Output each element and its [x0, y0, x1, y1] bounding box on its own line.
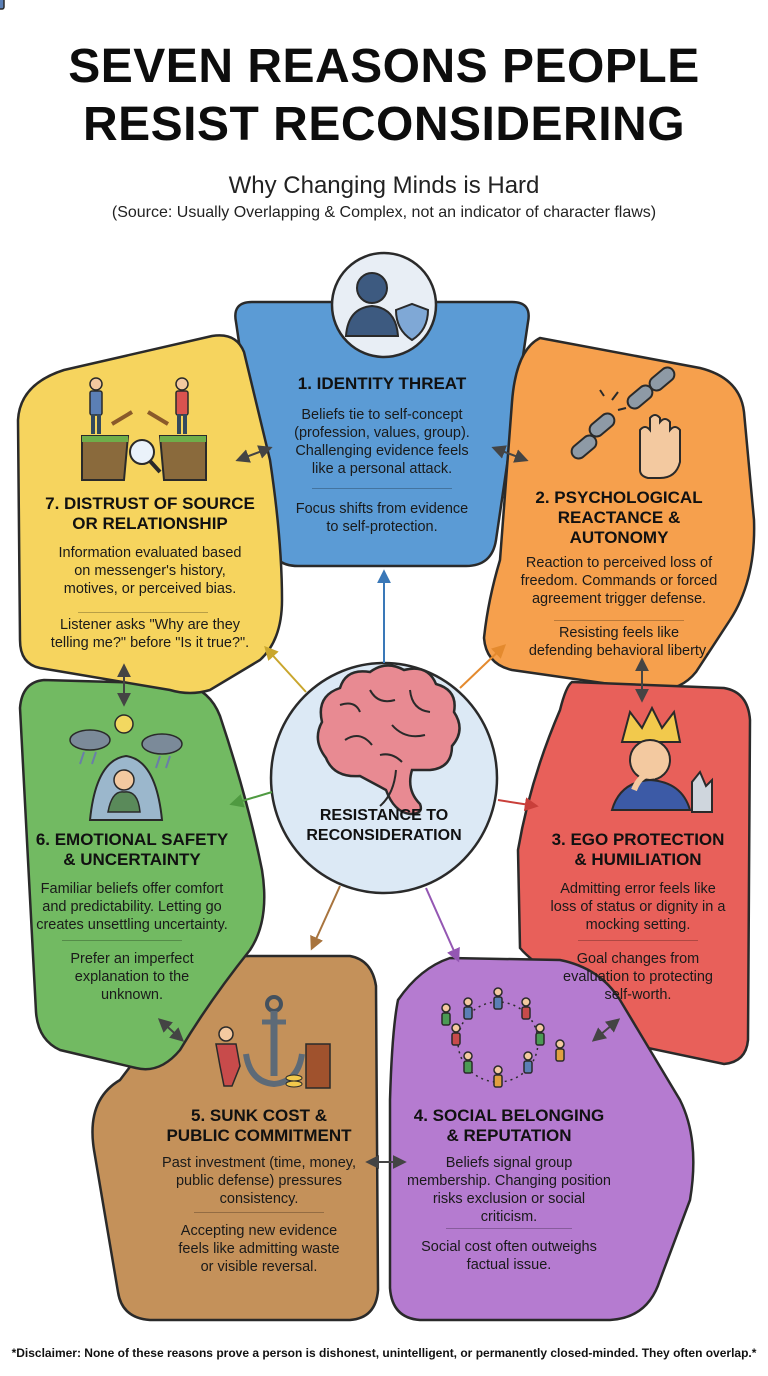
link-arrows: [117, 445, 649, 1169]
storm-person-icon: [69, 714, 183, 821]
title-line-1: SEVEN REASONS PEOPLE: [68, 40, 700, 93]
broken-chain-hand-icon: [570, 366, 681, 479]
reason-ego-desc: Admitting error feels like loss of statu…: [550, 881, 726, 933]
reason-social-note: Social cost often outweighs factual issu…: [421, 1239, 597, 1273]
reason-emotional-note: Prefer an imperfect explanation to the u…: [70, 951, 194, 1003]
reason-distrust-desc: Information evaluated based on messenger…: [58, 545, 242, 597]
petal-emotional: [18, 678, 266, 1071]
disclaimer: *Disclaimer: None of these reasons prove…: [11, 1346, 757, 1360]
petal-identity: [234, 300, 530, 568]
reason-ego-note: Goal changes from evaluation to protecti…: [563, 951, 713, 1003]
crying-king-icon: [610, 705, 713, 813]
source-note: (Source: Usually Overlapping & Complex, …: [111, 204, 657, 221]
reason-distrust-note: Listener asks "Why are they telling me?"…: [50, 617, 250, 651]
anchor-icon: [215, 995, 331, 1089]
reason-social: 4. SOCIAL BELONGING & REPUTATION Beliefs…: [396, 1106, 622, 1274]
reason-identity-note: Focus shifts from evidence to self-prote…: [295, 501, 469, 535]
brain-icon: [316, 664, 461, 816]
reason-identity: 1. IDENTITY THREAT Beliefs tie to self-c…: [262, 374, 502, 536]
petal-social: [388, 956, 695, 1322]
reason-sunk-desc: Past investment (time, money, public def…: [162, 1155, 356, 1207]
reason-reactance: 2. PSYCHOLOGICAL REACTANCE & AUTONOMY Re…: [496, 488, 742, 660]
broken-bridge-icon: [81, 377, 207, 481]
people-circle-icon: [0, 0, 565, 1088]
reason-identity-desc: Beliefs tie to self-concept (profession,…: [294, 407, 470, 477]
title-line-2: RESIST RECONSIDERING: [82, 98, 686, 151]
reason-distrust: 7. DISTRUST OF SOURCE OR RELATIONSHIP In…: [22, 494, 278, 652]
reason-social-desc: Beliefs signal group membership. Changin…: [407, 1155, 611, 1225]
center-label: RESISTANCE TO RECONSIDERATION: [306, 807, 462, 844]
reason-sunk: 5. SUNK COST & PUBLIC COMMITMENT Past in…: [134, 1106, 384, 1276]
petal-distrust: [16, 334, 284, 695]
reason-emotional: 6. EMOTIONAL SAFETY & UNCERTAINTY Famili…: [22, 830, 242, 1004]
reason-reactance-desc: Reaction to perceived loss of freedom. C…: [520, 555, 718, 607]
reason-emotional-desc: Familiar beliefs offer comfort and predi…: [36, 881, 228, 933]
person-shield-icon: [330, 251, 438, 359]
reason-sunk-note: Accepting new evidence feels like admitt…: [178, 1223, 340, 1275]
reason-ego: 3. EGO PROTECTION & HUMILIATION Admittin…: [530, 830, 746, 1004]
center-arrows: [229, 569, 539, 963]
subtitle: Why Changing Minds is Hard: [228, 172, 540, 199]
reason-reactance-note: Resisting feels like defending behaviora…: [528, 625, 710, 659]
